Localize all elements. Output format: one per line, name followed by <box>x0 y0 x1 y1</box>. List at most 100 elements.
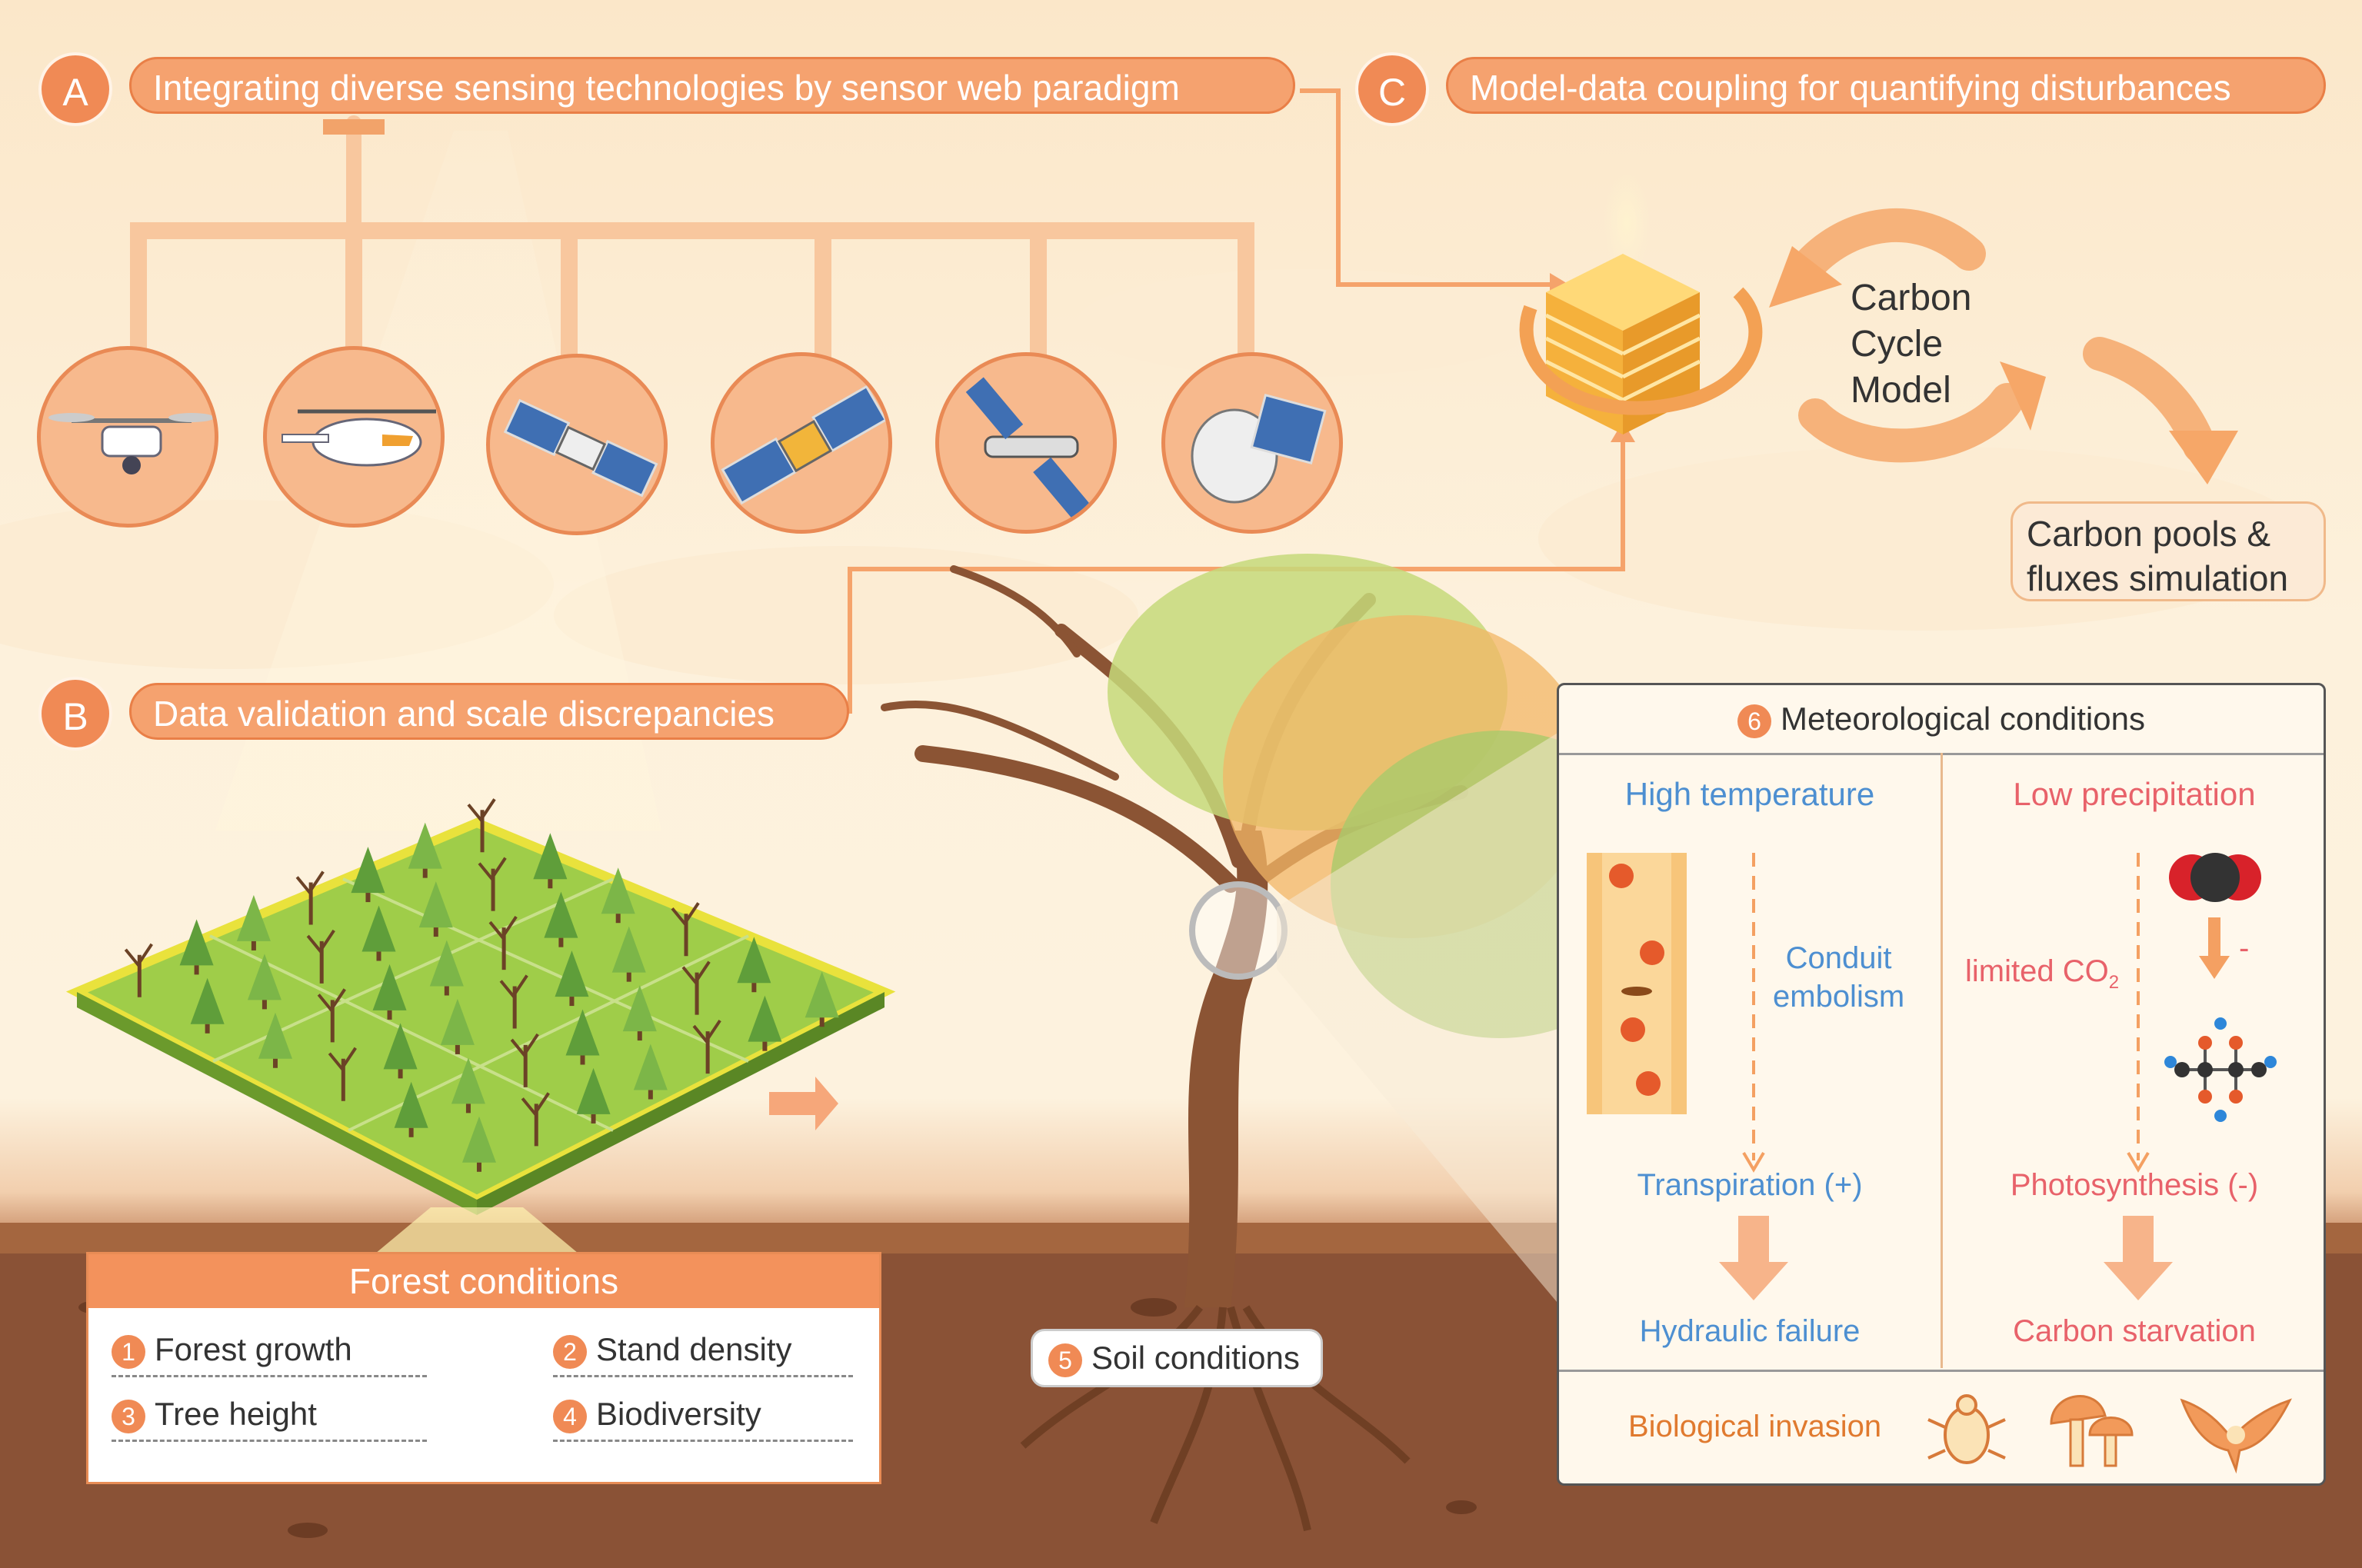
forest-condition-item: 4 Biodiversity <box>553 1396 853 1442</box>
item-label: Forest growth <box>155 1331 352 1367</box>
plot-tree-icon <box>478 857 507 911</box>
plot-tree-icon <box>372 964 407 1020</box>
glucose-molecule-icon <box>2164 1017 2277 1122</box>
co2-down-arrow <box>2199 917 2230 979</box>
helicopter-icon <box>263 346 445 528</box>
photosynthesis-label: Photosynthesis (-) <box>2010 1168 2259 1202</box>
plot-tree-icon <box>451 1057 485 1114</box>
bird-icon <box>2180 1398 2292 1474</box>
magnifier-icon <box>1189 881 1288 980</box>
plot-tree-icon <box>565 1009 600 1065</box>
right-down-arrow <box>2104 1216 2173 1300</box>
panel-b-title: Data validation and scale discrepancies <box>129 683 849 740</box>
carbon-pools-line-2: fluxes simulation <box>2027 558 2289 598</box>
plot-tree-icon <box>521 1092 550 1147</box>
item-number: 2 <box>553 1334 587 1369</box>
plot-tree-icon <box>692 1019 721 1074</box>
soil-number: 5 <box>1048 1343 1082 1377</box>
plot-tree-icon <box>544 891 578 947</box>
hydraulic-failure-label: Hydraulic failure <box>1639 1314 1861 1348</box>
limited-co2-subscript: 2 <box>2108 972 2120 993</box>
meteorological-panel: 6 Meteorological conditions High temperat… <box>1557 683 2326 1486</box>
radar-satellite-icon <box>1161 352 1343 534</box>
plot-tree-icon <box>461 1116 496 1172</box>
conduit-embolism-label: Conduit embolism <box>1773 939 1904 1016</box>
item-label: Stand density <box>596 1331 792 1367</box>
plot-tree-icon <box>236 894 271 950</box>
column-divider <box>1941 753 1943 1368</box>
plot-tree-icon <box>748 995 782 1051</box>
satellite-icon <box>486 354 668 535</box>
sensor-network-lines <box>130 115 1254 370</box>
plot-tree-icon <box>601 867 635 924</box>
mushroom-icon <box>2050 1395 2134 1467</box>
satellite-solar-panel-icon <box>711 352 892 534</box>
flow-arrow-a <box>1300 88 1561 287</box>
plot-tree-icon <box>429 940 464 996</box>
right-dashed-arrow <box>2127 853 2150 1173</box>
meteorological-number: 6 <box>1737 704 1772 738</box>
plot-tree-icon <box>190 977 225 1034</box>
plot-tree-icon <box>383 1023 418 1079</box>
conduit-line-1: Conduit <box>1785 941 1892 975</box>
forest-condition-item: 1 Forest growth <box>112 1331 427 1377</box>
panel-b-badge: B <box>38 677 112 751</box>
transpiration-label: Transpiration (+) <box>1637 1168 1863 1202</box>
plot-tree-icon <box>317 988 346 1043</box>
item-number: 1 <box>112 1334 145 1369</box>
plot-tree-icon <box>611 926 646 982</box>
plot-trees <box>124 798 839 1172</box>
high-temperature-heading: High temperature <box>1624 776 1875 812</box>
carbon-cycle-line-1: Carbon <box>1851 278 1972 318</box>
meteorological-title: Meteorological conditions <box>1781 701 2145 737</box>
plot-tree-icon <box>394 1081 428 1137</box>
beetle-icon <box>1927 1394 2006 1464</box>
meteorological-header: 6 Meteorological conditions <box>1559 685 2324 755</box>
carbon-cycle-line-2: Cycle <box>1851 324 1944 365</box>
plot-tree-icon <box>440 998 475 1054</box>
plot-to-tree-arrow <box>769 1077 838 1130</box>
space-station-icon <box>935 352 1117 534</box>
plot-tree-icon <box>247 954 282 1010</box>
limited-co2-text: limited CO <box>1965 954 2109 988</box>
conduit-line-2: embolism <box>1773 980 1905 1014</box>
plot-tree-icon <box>555 950 589 1007</box>
plot-tree-icon <box>179 919 214 975</box>
item-number: 4 <box>553 1399 587 1433</box>
limited-co2-label: limited CO2 <box>1965 954 2119 994</box>
item-label: Tree height <box>155 1396 317 1432</box>
plot-tree-icon <box>467 798 496 853</box>
large-tree <box>881 554 1669 1532</box>
row-divider <box>1559 1370 2324 1372</box>
plot-tree-icon <box>576 1067 611 1124</box>
carbon-starvation-label: Carbon starvation <box>2013 1314 2256 1348</box>
plot-tree-icon <box>295 871 325 925</box>
plot-tree-icon <box>622 985 657 1041</box>
plot-tree-icon <box>408 822 442 878</box>
item-number: 3 <box>112 1399 145 1433</box>
soil-text: Soil conditions <box>1091 1340 1300 1376</box>
plot-tree-icon <box>499 974 528 1029</box>
panel-c-badge: C <box>1355 52 1429 126</box>
soil-conditions-label: 5 Soil conditions <box>1031 1329 1323 1387</box>
left-down-arrow <box>1719 1216 1788 1300</box>
biological-invasion-label: Biological invasion <box>1628 1410 1882 1443</box>
plot-tree-icon <box>361 905 396 961</box>
item-label: Biodiversity <box>596 1396 761 1432</box>
xylem-conduit-icon <box>1587 853 1687 1114</box>
plot-tree-icon <box>805 971 839 1027</box>
forest-conditions-title: Forest conditions <box>88 1254 879 1308</box>
plot-tree-icon <box>328 1047 357 1101</box>
left-dashed-arrow <box>1742 853 1765 1173</box>
carbon-pools-line-1: Carbon pools & <box>2027 514 2271 554</box>
plot-tree-icon <box>258 1012 292 1068</box>
carbon-cycle-label: Carbon Cycle Model <box>1851 275 1971 414</box>
plot-tree-icon <box>681 960 711 1015</box>
plot-tree-icon <box>510 1033 539 1087</box>
drone-icon <box>37 346 218 528</box>
panel-c-title: Model-data coupling for quantifying dist… <box>1446 57 2326 114</box>
plot-tree-icon <box>124 943 153 997</box>
panel-a-badge: A <box>38 52 112 126</box>
forest-condition-item: 2 Stand density <box>553 1331 853 1377</box>
